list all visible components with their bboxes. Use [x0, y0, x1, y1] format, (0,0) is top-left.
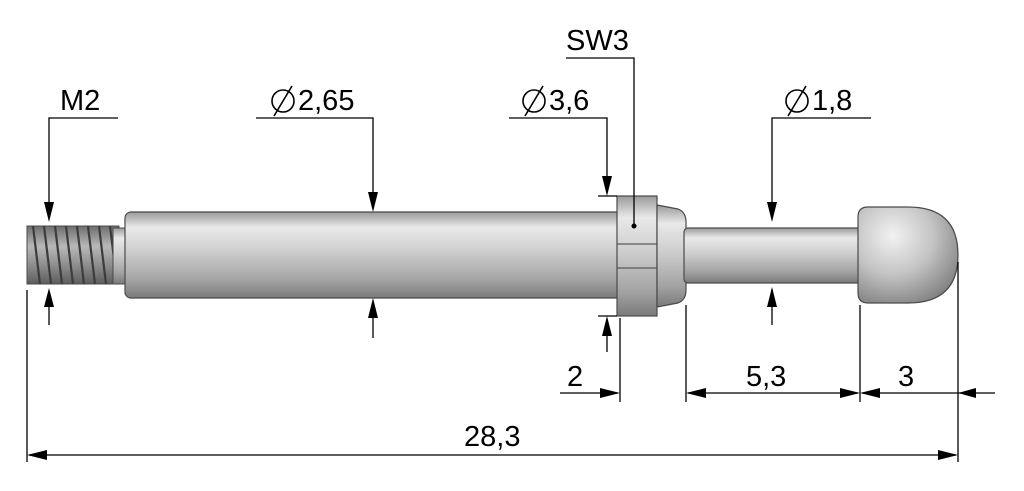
neck-length-label: 5,3: [746, 361, 786, 393]
shaft-section: [124, 211, 623, 299]
diameter-symbol-icon: [522, 85, 546, 117]
neck-section: [683, 227, 865, 284]
dimension-overall-length: [27, 450, 958, 460]
dimension-ball-length: [860, 388, 995, 398]
ball-length-label: 3: [898, 361, 914, 393]
extension-lines: [26, 262, 959, 462]
collar-diameter-label: 3,6: [549, 85, 589, 117]
probe-part: [26, 195, 959, 317]
shaft-diameter-label: 2,65: [298, 85, 354, 117]
neck-diameter-label: 1,8: [812, 85, 852, 117]
thread-label: M2: [60, 85, 100, 117]
dimension-neck-diameter: [767, 85, 871, 325]
hex-collar: [616, 195, 687, 317]
collar-length-label: 2: [567, 361, 583, 393]
overall-length-label: 28,3: [464, 421, 520, 453]
diameter-symbol-icon: [271, 85, 295, 117]
dimension-thread: [44, 117, 118, 325]
diameter-symbol-icon: [785, 85, 809, 117]
dimension-collar-diameter: [509, 85, 617, 352]
dimension-neck-length: [686, 388, 860, 398]
dimension-shaft-diameter: [256, 85, 378, 338]
dimension-wrench-size: [566, 57, 635, 226]
ball-head: [857, 206, 959, 304]
thread-section: [26, 225, 128, 285]
dimension-collar-length: [560, 388, 620, 398]
wrench-size-label: SW3: [566, 25, 629, 57]
